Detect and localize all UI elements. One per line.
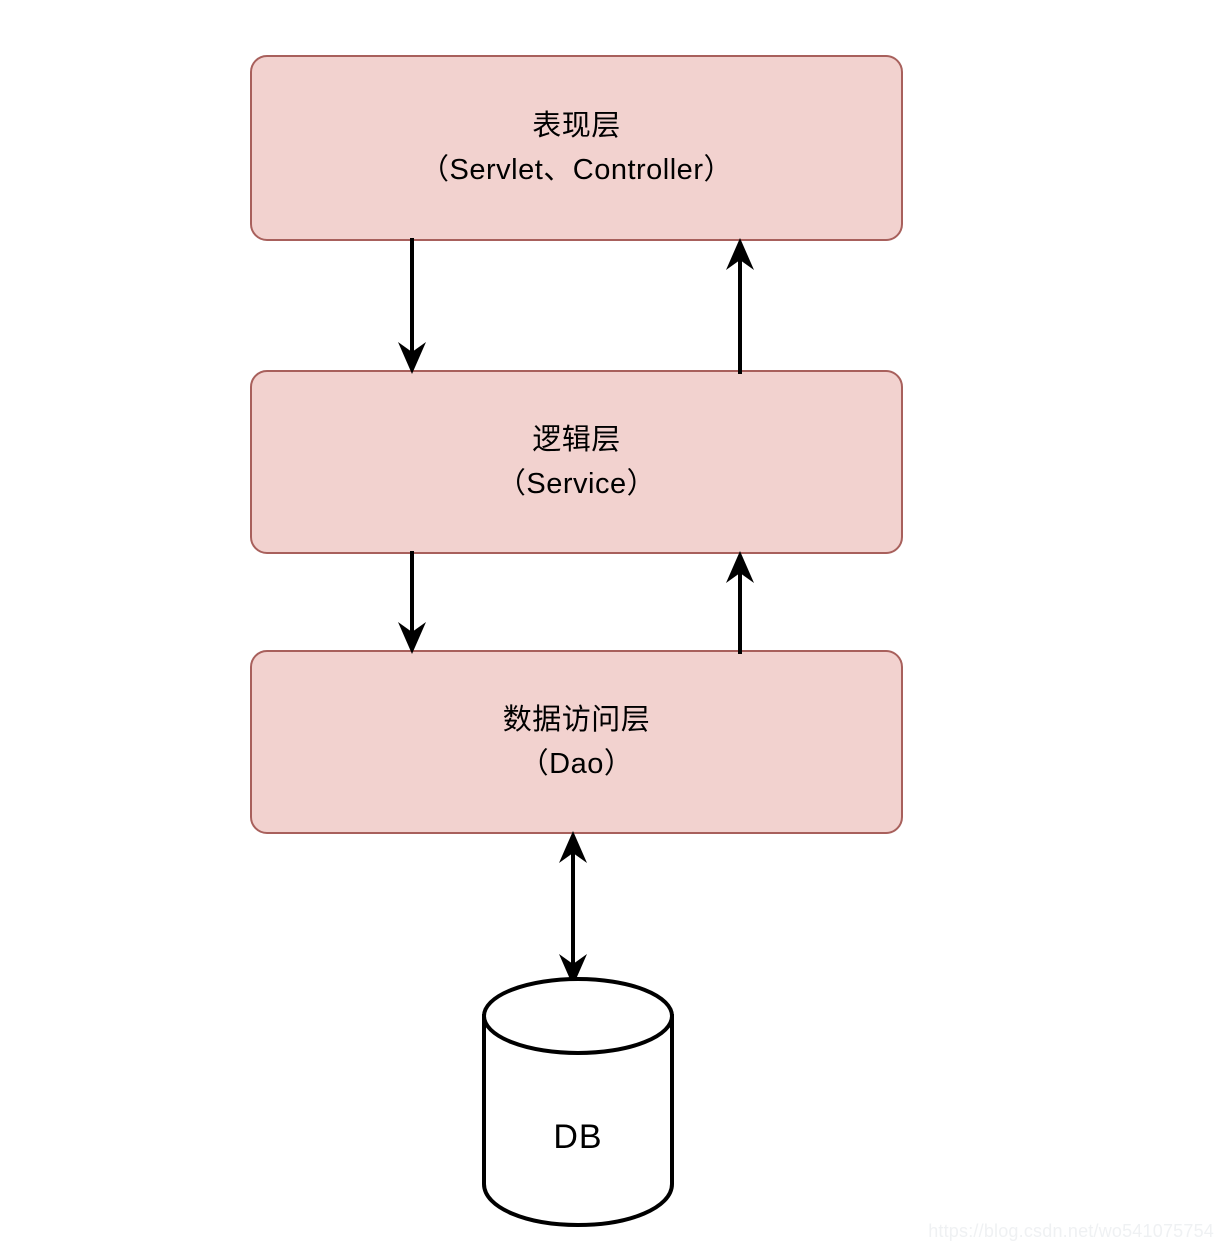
arrow-dao-to-logic-icon xyxy=(726,551,754,654)
database-cylinder-icon xyxy=(482,977,674,1228)
watermark-text: https://blog.csdn.net/wo541075754 xyxy=(928,1221,1214,1241)
layer-subtitle-dao: （Dao） xyxy=(519,748,634,780)
layer-subtitle-logic: （Service） xyxy=(496,468,657,500)
arrow-dao-to-db-bidirectional-icon xyxy=(559,831,587,986)
layer-title-presentation: 表现层 xyxy=(532,110,621,142)
layer-box-logic: 逻辑层 （Service） xyxy=(250,370,903,554)
layer-subtitle-presentation: （Servlet、Controller） xyxy=(420,154,733,186)
arrow-logic-to-presentation-icon xyxy=(726,238,754,374)
layer-box-presentation: 表现层 （Servlet、Controller） xyxy=(250,55,903,241)
layer-box-dao: 数据访问层 （Dao） xyxy=(250,650,903,834)
arrow-logic-to-dao-icon xyxy=(398,551,426,654)
layer-title-dao: 数据访问层 xyxy=(502,704,651,736)
layer-title-logic: 逻辑层 xyxy=(532,424,621,456)
arrow-presentation-to-logic-icon xyxy=(398,238,426,374)
database-label: DB xyxy=(553,1118,603,1156)
